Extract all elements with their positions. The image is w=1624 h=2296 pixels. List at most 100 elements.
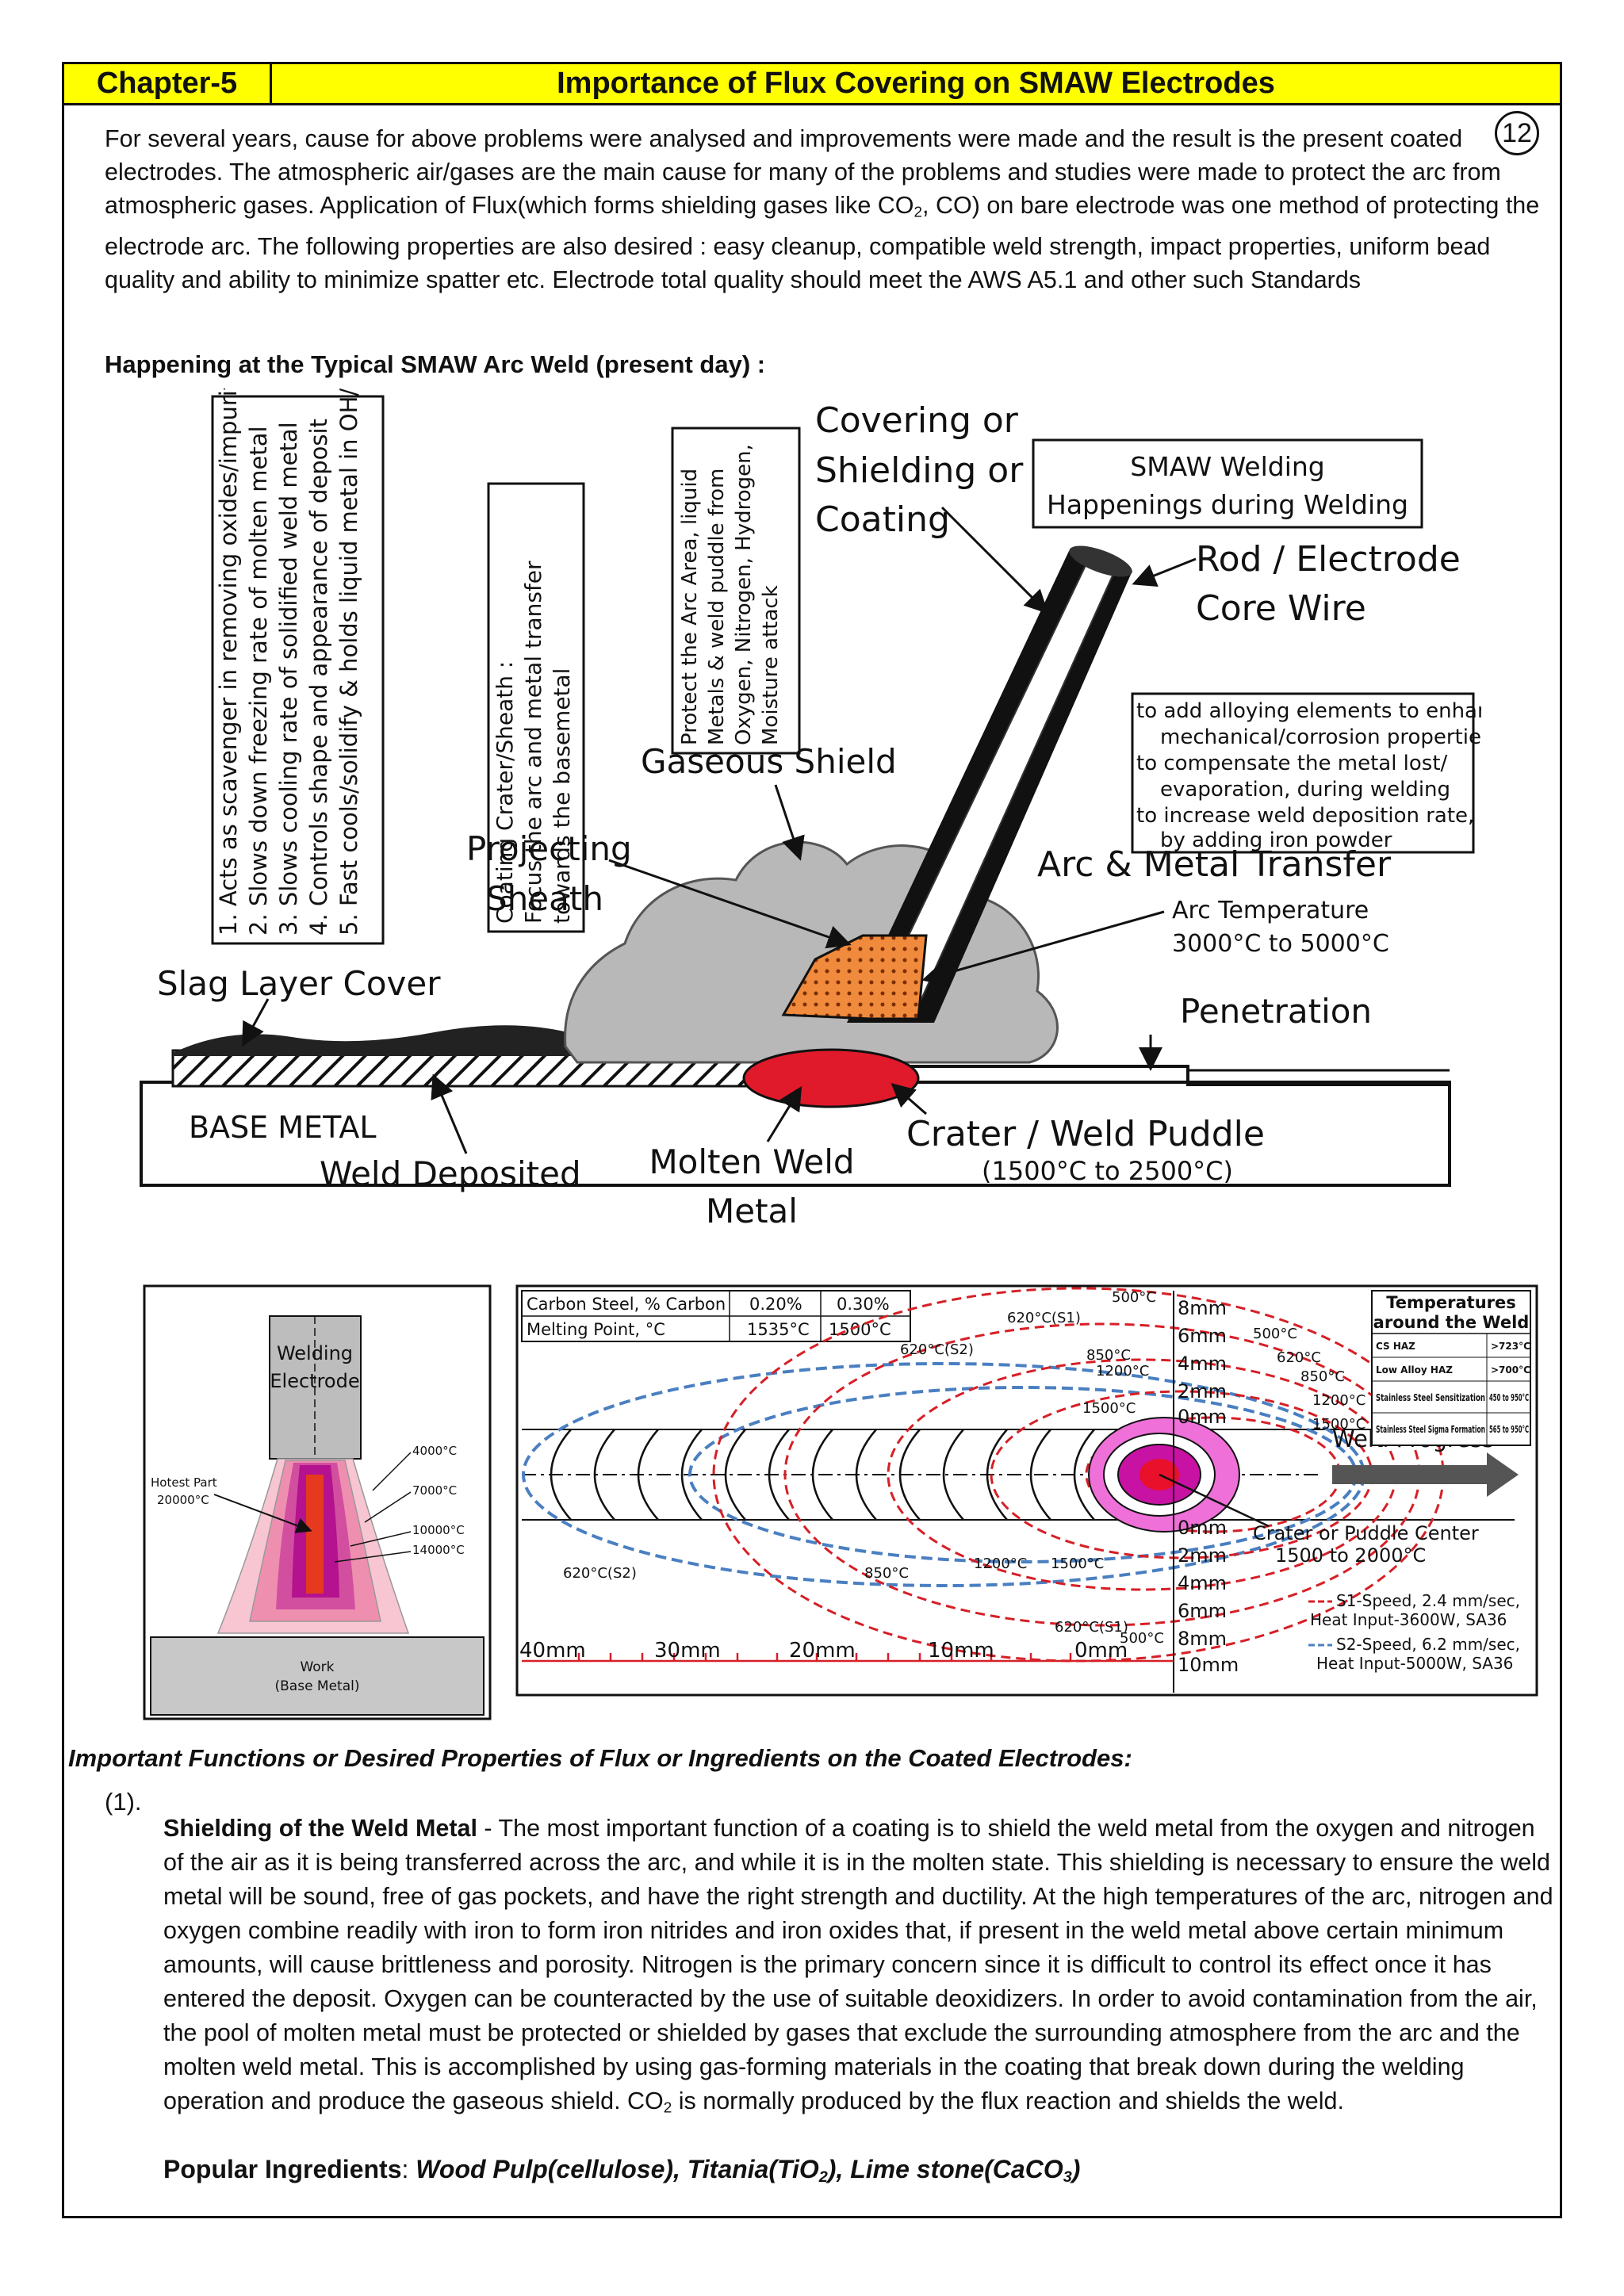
smaw-title-box	[1032, 438, 1423, 529]
fig3-border	[515, 1284, 1538, 1697]
chapter-label: Chapter-5	[64, 64, 272, 103]
crater-temp-label: (1500°C to 2500°C)	[982, 1156, 1233, 1186]
iso-850-right: 850°C	[1300, 1368, 1345, 1385]
covering-label-1: Covering or	[815, 400, 1019, 441]
weld-progress-arrow	[1332, 1452, 1519, 1497]
work-label-2: (Base Metal)	[275, 1678, 360, 1694]
molten-weld-puddle	[742, 1048, 920, 1108]
molten-weld-label-1: Molten Weld	[649, 1142, 854, 1181]
table-r1-c1: Carbon Steel, % Carbon	[527, 1295, 726, 1314]
electrode-rod	[847, 545, 1132, 1023]
smaw-title-line-2: Happenings during Welding	[1047, 489, 1408, 520]
base-metal-label: BASE METAL	[189, 1110, 377, 1145]
iso-500-top: 500°C	[1112, 1289, 1156, 1306]
x-30mm: 30mm	[654, 1639, 721, 1663]
protect-arc-line-3: Oxygen, Nitrogen, Hydrogen,	[732, 444, 756, 745]
ingredients-part-c: )	[1071, 2155, 1081, 2183]
page-title: Importance of Flux Covering on SMAW Elec…	[557, 67, 1275, 100]
mm-top-8: 8mm	[1178, 1297, 1227, 1319]
mm-top-4: 4mm	[1178, 1353, 1227, 1375]
legend-s1-line2: Heat Input-3600W, SA36	[1310, 1610, 1507, 1629]
arc-cone	[781, 934, 928, 1020]
function-item-5: 5. Fast cools/solidify & holds liquid me…	[335, 388, 362, 936]
popular-ingredients: Popular Ingredients: Wood Pulp(cellulose…	[163, 2155, 1081, 2186]
legend-s2-line1: S2-Speed, 6.2 mm/sec,	[1336, 1635, 1520, 1654]
base-metal-surface	[823, 1065, 1450, 1086]
molten-arrow	[766, 1085, 802, 1142]
weld-deposited-label: Weld Deposited	[320, 1154, 581, 1193]
p14000	[334, 1551, 412, 1563]
item1-title: Shielding of the Weld Metal	[163, 1815, 477, 1842]
alloy-line-5: to increase weld deposition rate,	[1136, 804, 1474, 828]
alloy-line-4: evaporation, during welding	[1160, 778, 1450, 802]
legend-s1-line1: S1-Speed, 2.4 mm/sec,	[1336, 1591, 1520, 1610]
x-20mm: 20mm	[789, 1639, 856, 1663]
iso-850-bottom: 850°C	[864, 1565, 909, 1582]
table-r1-c3: 0.30%	[837, 1295, 890, 1314]
mm-top-2: 2mm	[1178, 1380, 1227, 1402]
crater-center-label-2: 1500 to 2000°C	[1275, 1544, 1426, 1567]
page-frame: Chapter-5 Importance of Flux Covering on…	[62, 62, 1562, 2218]
ingredients-label: Popular Ingredients	[163, 2155, 402, 2183]
table-r1-c2: 0.20%	[749, 1295, 802, 1314]
table-r2-c2: 1535°C	[747, 1320, 810, 1339]
temps-row1-label: CS HAZ	[1376, 1341, 1415, 1352]
page-number: 12	[1495, 111, 1539, 155]
weld-deposited-arrow	[431, 1073, 468, 1154]
coating-crater-line-2: Focus the arc and metal transfer	[520, 561, 546, 924]
iso-620-right: 620°C	[1277, 1349, 1321, 1366]
table-r2-c3: 1500°C	[829, 1320, 891, 1339]
protect-arc-line-2: Metals & weld puddle from	[705, 469, 729, 745]
x-10mm: 10mm	[928, 1639, 994, 1663]
covering-label-3: Coating	[815, 499, 950, 540]
protect-arc-line-1: Protect the Arc Area, liquid	[678, 469, 702, 745]
temps-row2-label: Low Alloy HAZ	[1376, 1364, 1453, 1376]
protect-arc-box	[671, 427, 801, 755]
slag-arrow	[242, 998, 270, 1047]
function-item-3: 3. Slows cooling rate of solidified weld…	[275, 422, 302, 936]
covering-label-2: Shielding or	[815, 450, 1024, 491]
x-0mm: 0mm	[1074, 1639, 1128, 1663]
legend-s2-line2: Heat Input-5000W, SA36	[1316, 1654, 1513, 1673]
x-40mm: 40mm	[519, 1639, 586, 1663]
temps-row3-label: Stainless Steel Sensitization	[1376, 1392, 1485, 1403]
temp-4000: 4000°C	[412, 1444, 457, 1458]
arc-transfer-label: Arc & Metal Transfer	[1037, 844, 1392, 885]
melting-point-table: Carbon Steel, % Carbon 0.20% 0.30% Melti…	[521, 1290, 911, 1342]
gaseous-shield-arrow	[774, 784, 805, 861]
covering-arrow	[940, 506, 1049, 614]
functions-list-box	[211, 395, 385, 945]
temps-title-2: around the Weld	[1373, 1313, 1530, 1332]
intro-part2: , CO) on bare electrode was one method o…	[105, 192, 1540, 293]
weld-ripples	[550, 1429, 1095, 1521]
slag-label: Slag Layer Cover	[157, 964, 441, 1003]
hotest-pointer	[213, 1494, 312, 1533]
hotest-label-1: Hotest Part	[151, 1475, 217, 1490]
section-heading: Happening at the Typical SMAW Arc Weld (…	[105, 350, 766, 378]
mm-bot-2: 2mm	[1178, 1544, 1227, 1567]
mm-bot-6: 6mm	[1178, 1600, 1227, 1622]
iso-1200-bottom: 1200°C	[974, 1556, 1027, 1572]
iso-1500-bottom: 1500°C	[1051, 1556, 1104, 1572]
protect-arc-line-4: Moisture attack	[759, 585, 783, 745]
iso-620s1-bottom: 620°C(S1)	[1055, 1619, 1128, 1636]
iso-620s2-bottom: 620°C(S2)	[563, 1565, 637, 1582]
ingredients-sub-2: 3	[1063, 2168, 1072, 2186]
temp-10000: 10000°C	[412, 1523, 465, 1537]
electrode-end	[1069, 545, 1132, 577]
item1-text-end: is normally produced by the flux reactio…	[672, 2087, 1344, 2114]
iso-1200-top: 1200°C	[1096, 1363, 1149, 1380]
crater-arrow	[891, 1083, 927, 1115]
work-label-1: Work	[300, 1659, 334, 1675]
p4000	[372, 1452, 412, 1491]
crater-label: Crater / Weld Puddle	[906, 1114, 1265, 1154]
chapter-header: Chapter-5 Importance of Flux Covering on…	[64, 64, 1560, 105]
weld-isotherm-diagram: Carbon Steel, % Carbon 0.20% 0.30% Melti…	[515, 1284, 1538, 1697]
zone-hottest	[306, 1475, 324, 1594]
arc-temperature-diagram: Welding Electrode Work (Base Metal) Hote…	[143, 1284, 492, 1720]
temps-row2-value: >700°C	[1491, 1364, 1530, 1376]
mm-bot-8: 8mm	[1178, 1628, 1227, 1650]
table-r2-c1: Melting Point, °C	[527, 1320, 665, 1339]
iso-1500-right: 1500°C	[1312, 1416, 1365, 1433]
temps-title-1: Temperatures	[1386, 1293, 1516, 1312]
